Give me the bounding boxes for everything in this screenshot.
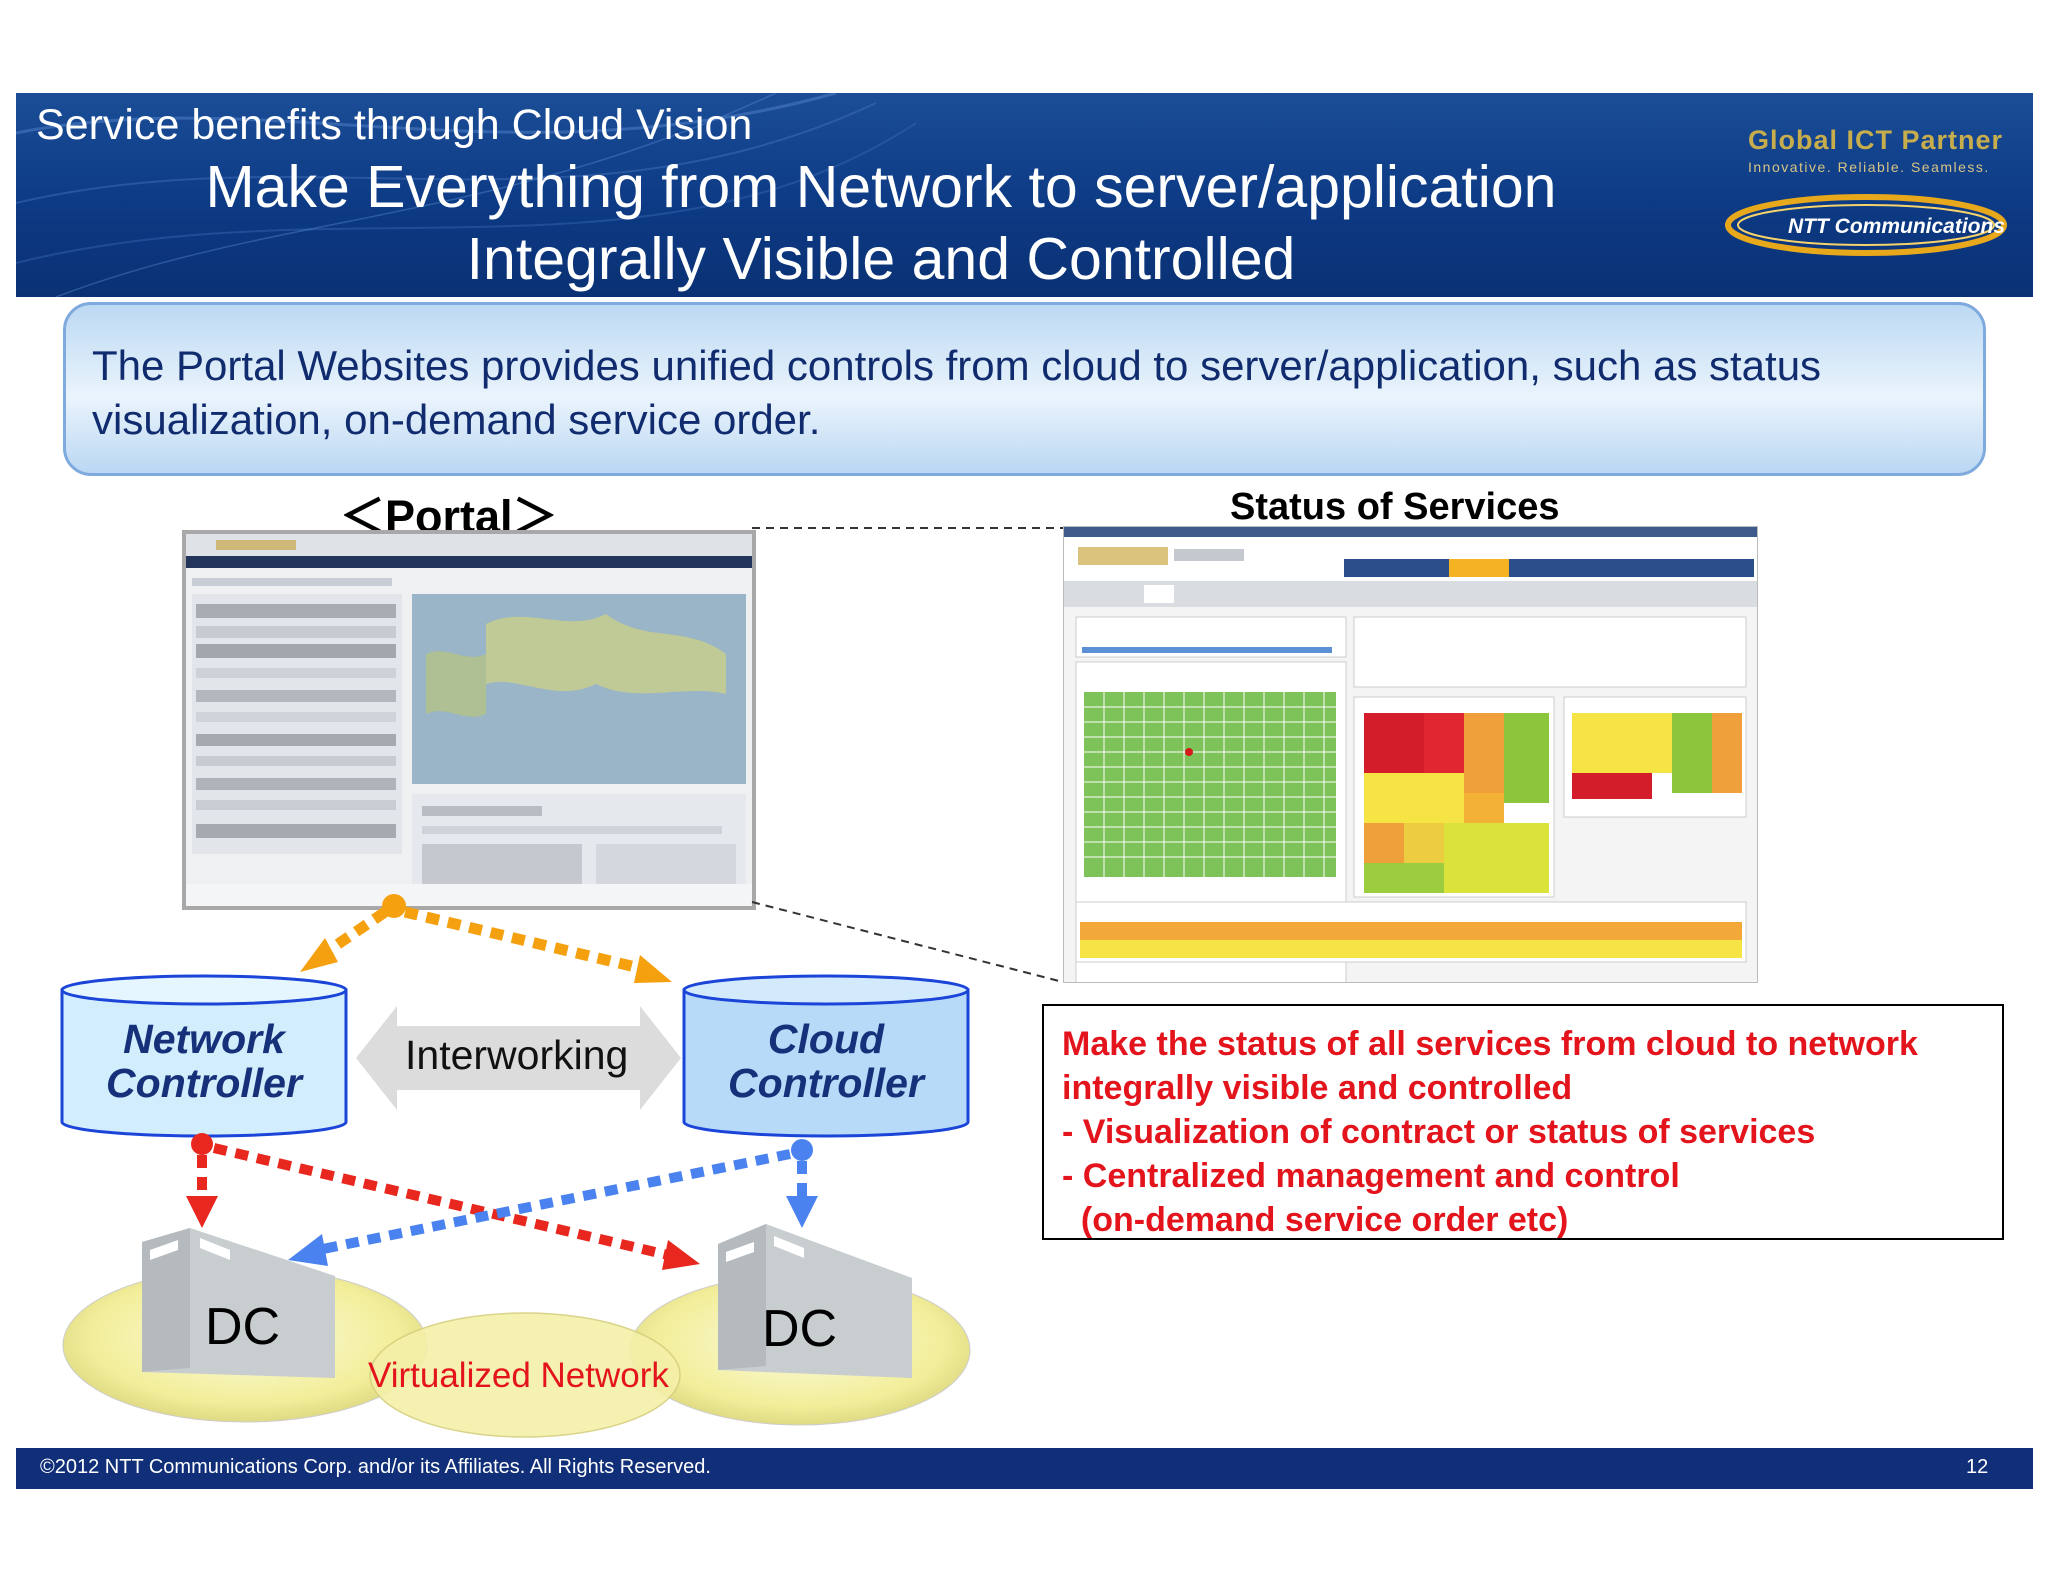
page-title-line-2: Integrally Visible and Controlled	[466, 226, 1296, 292]
info-banner: The Portal Websites provides unified con…	[63, 302, 1986, 476]
callout-line-bottom	[751, 901, 1064, 983]
header-banner: Service benefits through Cloud Vision Ma…	[16, 93, 2033, 297]
description-line-1: Make the status of all services from clo…	[1062, 1025, 1918, 1063]
description-line-3: - Visualization of contract or status of…	[1062, 1113, 1816, 1151]
page-title: Make Everything from Network to server/a…	[16, 151, 1746, 295]
company-logo: Global ICT Partner Innovative. Reliable.…	[1716, 123, 2016, 263]
description-line-4: - Centralized management and control	[1062, 1157, 1680, 1195]
network-controller-label-line-2: Controller	[106, 1060, 302, 1106]
interworking-double-arrow-icon	[356, 1006, 681, 1110]
logo-brand: NTT Communications	[1788, 215, 2006, 238]
virtualized-network-label: Virtualized Network	[368, 1356, 669, 1395]
status-of-services-screenshot	[1063, 526, 1758, 983]
cloud-controller: Cloud Controller	[682, 975, 970, 1135]
datacenter-right-building-icon	[718, 1224, 912, 1378]
network-controller-cylinder	[60, 974, 348, 1138]
orange-arrowhead-left-icon	[300, 938, 338, 972]
datacenter-left-building-icon	[142, 1228, 335, 1378]
cloud-controller-cylinder	[682, 974, 970, 1138]
network-controller-label-line-1: Network	[123, 1016, 285, 1062]
description-box: Make the status of all services from clo…	[1042, 1004, 2004, 1240]
network-controller-connector-dot	[191, 1133, 213, 1155]
description-line-5: (on-demand service order etc)	[1062, 1201, 1569, 1239]
logo-subtagline: Innovative. Reliable. Seamless.	[1748, 159, 1990, 175]
section-title: Service benefits through Cloud Vision	[36, 101, 753, 149]
network-ellipse-middle	[369, 1312, 681, 1438]
cloud-controller-connector-dot	[791, 1139, 813, 1161]
portal-screenshot-image	[186, 534, 752, 906]
orange-arrow-to-cloud	[403, 906, 650, 976]
red-arrowhead-down-icon	[186, 1196, 218, 1228]
logo-swoosh-icon	[1725, 194, 2007, 256]
logo-tagline: Global ICT Partner	[1748, 125, 2004, 155]
cloud-controller-label-line-2: Controller	[728, 1060, 924, 1106]
description-text: Make the status of all services from clo…	[1062, 1022, 1918, 1242]
red-arrowhead-right-icon	[662, 1240, 700, 1270]
status-of-services-label: Status of Services	[1230, 486, 1560, 528]
portal-connector-dot	[382, 894, 406, 918]
datacenter-right-label: DC	[762, 1300, 838, 1358]
interworking-label: Interworking	[405, 1032, 629, 1078]
description-line-2: integrally visible and controlled	[1062, 1069, 1573, 1107]
orange-arrowhead-right-icon	[634, 955, 672, 983]
status-screenshot-image	[1064, 527, 1757, 982]
portal-screenshot	[182, 530, 756, 910]
blue-arrowhead-left-icon	[288, 1234, 328, 1266]
footer-copyright: ©2012 NTT Communications Corp. and/or it…	[40, 1456, 711, 1478]
info-banner-text: The Portal Websites provides unified con…	[92, 342, 1822, 443]
orange-arrow-to-network	[318, 907, 389, 960]
red-arrow-to-right-dc	[212, 1143, 674, 1261]
cloud-controller-label-line-1: Cloud	[767, 1016, 885, 1062]
footer: ©2012 NTT Communications Corp. and/or it…	[16, 1448, 2033, 1489]
decorative-swirl	[16, 93, 917, 297]
blue-arrowhead-down-icon	[786, 1196, 818, 1228]
network-controller: Network Controller	[60, 975, 348, 1135]
page-number: 12	[1966, 1456, 1989, 1478]
blue-arrow-to-left-dc	[317, 1149, 791, 1255]
datacenter-left-label: DC	[205, 1298, 281, 1356]
page-title-line-1: Make Everything from Network to server/a…	[205, 154, 1557, 220]
